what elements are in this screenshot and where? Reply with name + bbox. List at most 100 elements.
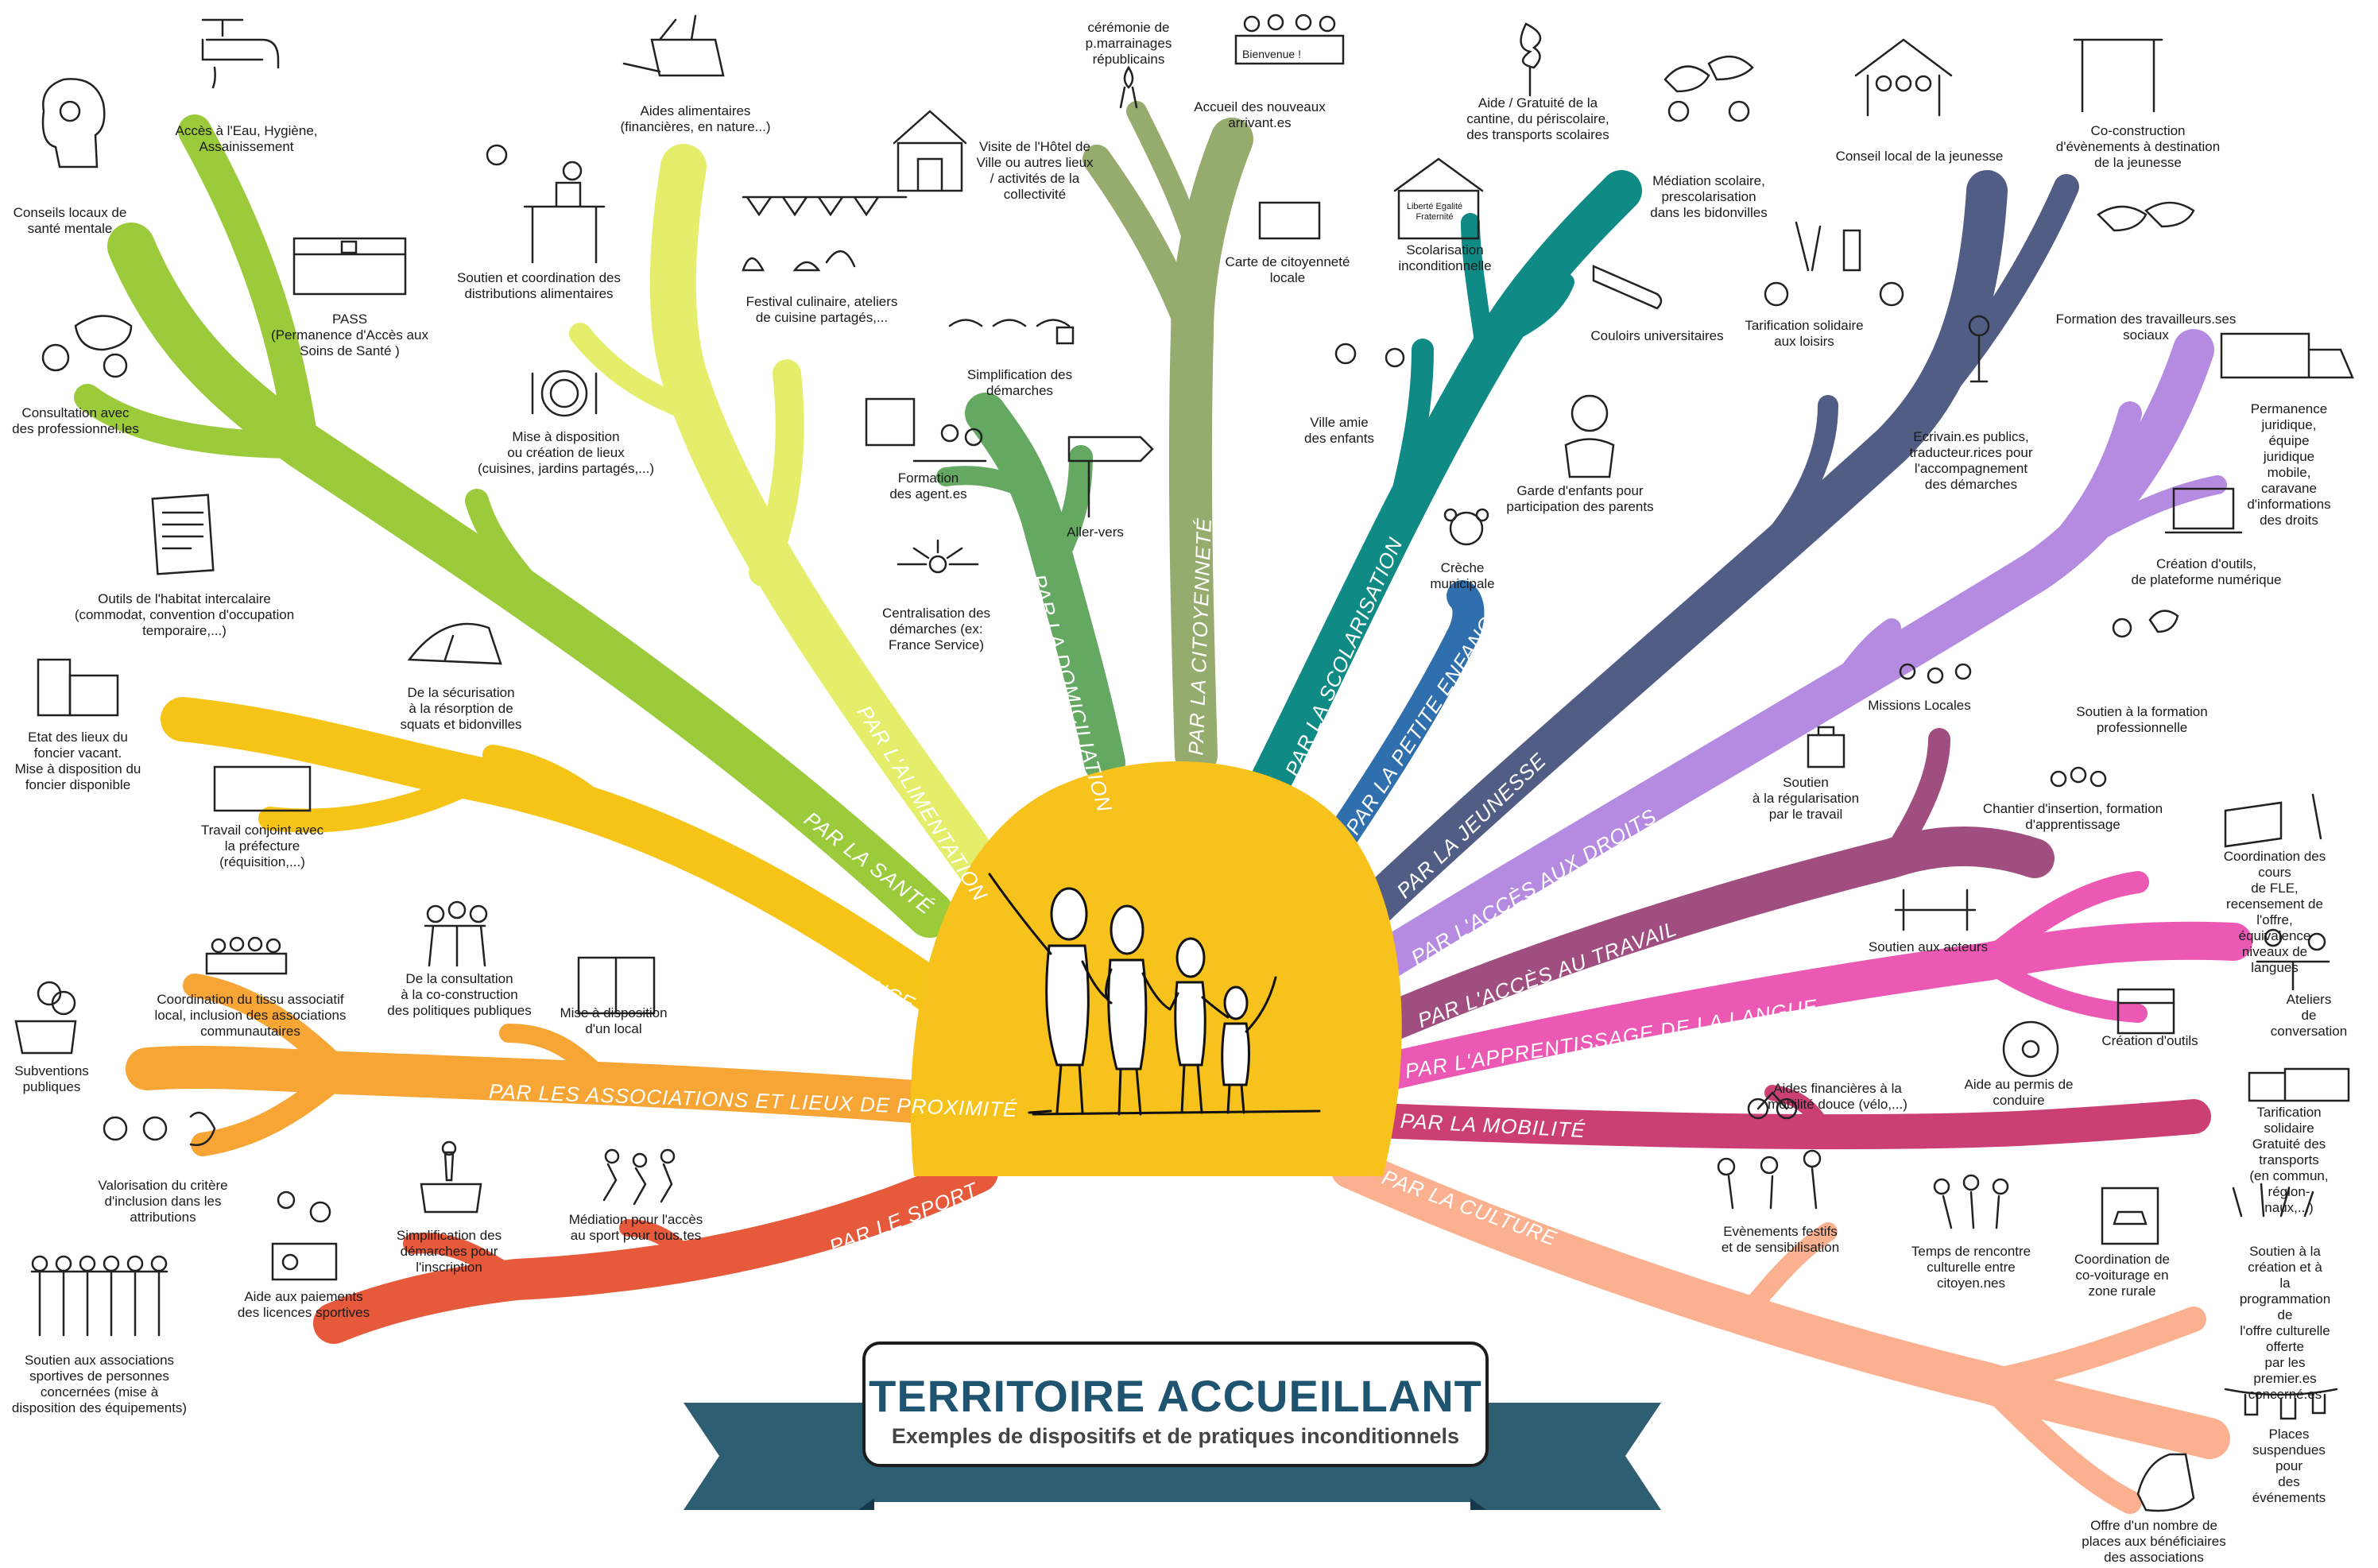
- item-transports: Tarification solidaire Gratuité des tran…: [2249, 1105, 2329, 1215]
- item-prefecture: Travail conjoint avec la préfecture (réq…: [200, 823, 324, 869]
- item-formation-pro: Soutien à la formation professionnelle: [2076, 704, 2208, 735]
- children-icon: [1334, 343, 1357, 365]
- card-icon: [271, 1242, 338, 1281]
- steps-icon: [948, 319, 1071, 327]
- item-velo: Aides financières à la mobilité douce (v…: [1768, 1081, 1907, 1112]
- item-squats: De la sécurisation à la résorption de sq…: [400, 685, 522, 732]
- branch-culture: [1330, 1148, 2230, 1514]
- item-ateliers: Ateliers de conversation: [2270, 992, 2348, 1039]
- item-permanence: Permanence juridique, équipe juridique m…: [2247, 401, 2331, 528]
- puzzle-icon: [213, 765, 312, 812]
- item-simpl-sport: Simplification des démarches pour l'insc…: [396, 1228, 502, 1275]
- branch-domiciliation: [936, 393, 1125, 784]
- item-distributions: Soutien et coordination des distribution…: [456, 270, 622, 301]
- page-title: TERRITOIRE ACCUEILLANT: [869, 1371, 1482, 1421]
- assoc-meeting-icon: [205, 952, 288, 975]
- hospital-icon: [292, 237, 407, 296]
- cocreation-icon: [2073, 38, 2163, 113]
- item-aller-vers: Aller-vers: [1067, 525, 1124, 540]
- branch-scolarisation: [1251, 170, 1642, 799]
- item-hotel-ville: Visite de l'Hôtel de Ville ou autres lie…: [976, 139, 1094, 202]
- dance-icon: [1942, 1191, 2000, 1229]
- family-figures-icon: [988, 873, 1321, 1116]
- item-subventions: Subventions publiques: [14, 1063, 89, 1094]
- laptop-icon: [2172, 487, 2235, 530]
- welcome-sign: Bienvenue !: [1242, 48, 1301, 60]
- item-simplification: Simplification des démarches: [966, 367, 1073, 398]
- school-sign: Liberté Egalité Fraternité: [1406, 202, 1463, 222]
- item-lieux: Mise à disposition ou création de lieux …: [477, 429, 655, 476]
- sketch-icons: [14, 14, 2354, 1512]
- chantier-icon: [2050, 770, 2067, 788]
- branch-sport: [313, 1152, 998, 1344]
- conversation-table-icon: [2256, 960, 2330, 991]
- item-gratuite: Aide / Gratuité de la cantine, du périsc…: [1466, 95, 1609, 142]
- town-hall-icon: [893, 110, 967, 192]
- item-habitat: Outils de l'habitat intercalaire (commod…: [74, 591, 295, 638]
- item-outils: Création d'outils, de plateforme numériq…: [2131, 556, 2282, 587]
- speech-people-icon: [1663, 55, 1754, 93]
- faucet-icon: [201, 18, 280, 69]
- dancing-people-icon: [602, 1163, 673, 1206]
- item-festival: Festival culinaire, ateliers de cuisine …: [746, 294, 898, 325]
- branch-travail: [1363, 728, 2055, 1045]
- branch-jeunesse: [1354, 170, 2079, 927]
- bunting-icon: [742, 196, 908, 217]
- item-covoiturage: Coordination de co-voiturage en zone rur…: [2074, 1252, 2171, 1299]
- item-accueil: Accueil des nouveaux arrivant.es: [1194, 99, 1326, 130]
- item-places-offertes: Offre d'un nombre de places aux bénéfici…: [2082, 1518, 2226, 1565]
- school-icon: [1393, 157, 1484, 240]
- money-box-icon: [14, 1020, 77, 1055]
- art-supplies-icon: [1795, 221, 1861, 272]
- crowd-icon: [30, 1270, 168, 1337]
- car-icon: [2101, 1187, 2159, 1245]
- bicycle-icon: [1747, 1098, 1769, 1120]
- plate-icon: [540, 370, 588, 417]
- item-scolarisation: Scolarisation inconditionnelle: [1398, 242, 1492, 273]
- house-people-icon: [1854, 38, 1953, 117]
- item-ceremonie: cérémonie de p.marrainages républicains: [1085, 20, 1172, 67]
- item-garde: Garde d'enfants pour participation des p…: [1506, 483, 1654, 514]
- steering-wheel-icon: [2002, 1020, 2059, 1078]
- item-eau: Accès à l'Eau, Hygiène, Assainissement: [175, 123, 318, 154]
- raised-hands-icon: [2232, 1183, 2314, 1218]
- item-mediation-scol: Médiation scolaire, prescolarisation dan…: [1650, 173, 1768, 220]
- diploma-icon: [1592, 265, 1663, 310]
- item-paiements: Aide aux paiements des licences sportive…: [237, 1289, 370, 1320]
- briefcase-icon: [1807, 726, 1845, 769]
- bench-people-icon: [1894, 889, 1977, 931]
- thinking-person-icon: [2148, 610, 2179, 633]
- title-card: TERRITOIRE ACCUEILLANT Exemples de dispo…: [862, 1342, 1489, 1467]
- training-icon: [865, 397, 987, 463]
- item-ecrivain: Ecrivain.es publics, traducteur.rices po…: [1909, 429, 2033, 492]
- podium-icon: [420, 1151, 482, 1214]
- item-pass: PASS (Permanence d'Accès aux Soins de Sa…: [271, 312, 428, 358]
- branch-residence: [161, 697, 968, 1024]
- inclusion-symbols-icon: [103, 1116, 128, 1141]
- item-permis: Aide au permis de conduire: [1964, 1077, 2074, 1108]
- item-creche: Crèche municipale: [1430, 560, 1495, 591]
- item-soutien-sport: Soutien aux associations sportives de pe…: [11, 1353, 188, 1415]
- item-loisirs: Tarification solidaire aux loisirs: [1745, 318, 1864, 349]
- branch-petite-enfance: [1327, 580, 1485, 850]
- item-consultation: Consultation avec des professionnel.les: [12, 405, 139, 436]
- building-icon: [37, 658, 72, 717]
- center-sun: [910, 761, 1402, 1176]
- item-ville-amie: Ville amie des enfants: [1304, 415, 1374, 446]
- branch-sante: [74, 114, 954, 938]
- branch-associations: [126, 974, 975, 1156]
- hand-ticket-icon: [2136, 1453, 2195, 1512]
- calendar-icon: [2117, 988, 2175, 1035]
- rosette-icon: [1119, 65, 1138, 109]
- item-fle: Coordination des cours de FLE, recenseme…: [2223, 849, 2326, 975]
- item-local: Mise à disposition d'un local: [560, 1005, 668, 1036]
- item-evenements: Evènements festifs et de sensibilisation: [1721, 1224, 1840, 1255]
- item-carte: Carte de citoyenneté locale: [1225, 254, 1350, 285]
- item-centralisation: Centralisation des démarches (ex: France…: [881, 606, 991, 652]
- missions-icon: [1899, 663, 1916, 680]
- item-places-suspendues: Places suspendues pour des événements: [2252, 1427, 2326, 1505]
- food-box-icon: [622, 14, 725, 77]
- welcome-crowd-icon: [1234, 34, 1345, 65]
